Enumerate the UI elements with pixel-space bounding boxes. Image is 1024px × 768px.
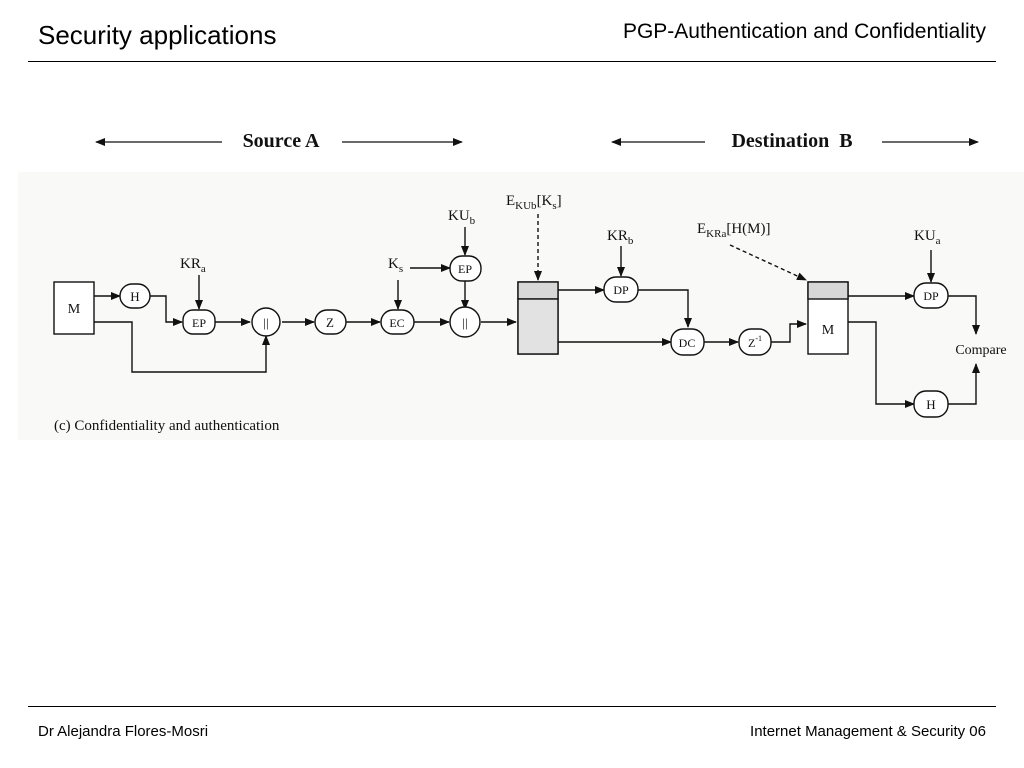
kr-a-sub: a [201,263,206,275]
m-source-label: M [68,302,81,317]
e-kub-end: ] [557,193,562,209]
destination-label: Destination B [731,130,852,152]
dc-node [670,328,705,356]
e-kra-base: E [697,221,706,237]
edge-m-concat [94,321,270,373]
h-dest-label: H [926,397,935,412]
ku-b-base: KU [448,208,470,224]
message-bundle-body [517,298,559,355]
concat-source-node [251,307,281,337]
kr-b-sub: b [628,235,634,247]
ep-sign-node [182,309,216,335]
ku-b-label: KUb [448,208,476,227]
dc-label: DC [679,336,696,350]
kr-a-base: KR [180,256,201,272]
m-dest-label: M [822,323,835,338]
ku-a-label: KUa [914,228,941,247]
e-kub-arg-sub: s [552,200,556,212]
e-kra-arg: [H(M)] [726,221,770,237]
m-source-box [53,281,95,335]
footer-course: Internet Management & Security 06 [750,723,986,740]
e-kra-label: EKRa[H(M)] [697,221,771,240]
z-inv-label: Z-1 [748,334,762,350]
e-kub-sub: KUb [515,200,537,212]
header-divider [28,61,996,62]
e-kub-base: E [506,193,515,209]
e-kub-arg: [K [537,193,553,209]
e-kub-label: EKUb[Ks] [506,193,562,212]
z-label: Z [326,315,334,330]
diagram-caption: (c) Confidentiality and authentication [54,418,280,434]
edge-dp-dc [638,289,692,328]
h-source-node [119,283,151,309]
footer-author: Dr Alejandra Flores-Mosri [38,723,209,740]
ec-label: EC [389,316,404,330]
ku-a-sub: a [936,235,941,247]
ep-sign-label: EP [192,316,206,330]
ep-key-node [449,255,482,282]
k-s-label: Ks [388,256,403,275]
edge-h-ep [150,295,183,326]
ec-node [380,309,415,335]
concat-key-label: || [462,315,467,330]
dp-verify-label: DP [923,289,939,303]
edge-dp-compare [948,295,980,335]
dp-key-label: DP [613,283,629,297]
message-bundle-header [517,281,559,300]
ku-a-base: KU [914,228,936,244]
concat-source-label: || [263,315,268,330]
z-inv-base: Z [748,336,755,350]
z-node [314,309,347,335]
h-dest-node [913,390,949,418]
edge-mdest-h [848,321,915,408]
m-dest-header [807,281,849,300]
concat-key-node [449,306,481,338]
k-s-base: K [388,256,399,272]
kr-b-base: KR [607,228,628,244]
e-kra-sub: KRa [706,228,726,240]
dp-key-node [603,276,639,303]
edge-h-compare [948,363,980,405]
footer-divider [28,706,996,707]
kr-a-label: KRa [180,256,206,275]
compare-label: Compare [955,343,1006,358]
h-source-label: H [130,289,139,304]
edge-zinv-mdest [771,320,807,343]
z-inv-node [738,328,772,356]
ku-b-sub: b [470,215,476,227]
k-s-sub: s [399,263,403,275]
source-label: Source A [243,130,320,152]
slide-subtitle: PGP-Authentication and Confidentiality [622,20,986,43]
slide-title: Security applications [38,20,277,50]
z-inv-sup: -1 [755,334,762,343]
dp-verify-node [913,282,949,309]
kr-b-label: KRb [607,228,634,247]
ep-key-label: EP [458,262,472,276]
